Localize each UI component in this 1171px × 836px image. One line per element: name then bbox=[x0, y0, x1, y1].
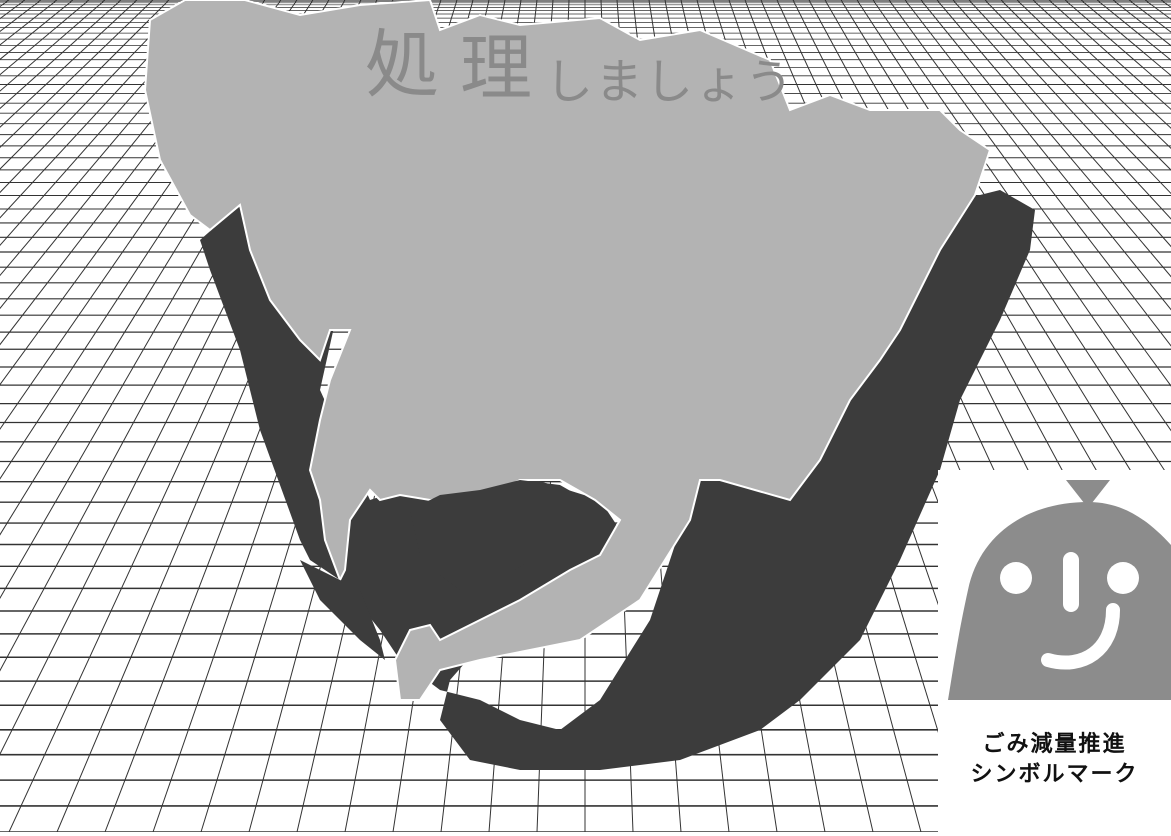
grid-line-vertical bbox=[0, 0, 154, 149]
symbol-mark-panel bbox=[938, 470, 1171, 832]
map-shadow-peninsula bbox=[300, 560, 385, 660]
grid-line-vertical bbox=[0, 0, 10, 8]
grid-line-vertical bbox=[0, 0, 202, 219]
grid-line-vertical bbox=[0, 0, 42, 32]
smile-icon bbox=[1041, 603, 1120, 670]
grid-line-vertical bbox=[0, 0, 122, 110]
grid-line-vertical bbox=[984, 0, 1171, 195]
grid-line-vertical bbox=[0, 0, 218, 247]
grid-line-vertical bbox=[1000, 0, 1171, 171]
symbol-mark-caption: ごみ減量推進 シンボルマーク bbox=[938, 730, 1171, 790]
grid-line-vertical bbox=[0, 0, 138, 128]
grid-line-vertical bbox=[0, 0, 170, 170]
grid-line-vertical bbox=[0, 0, 186, 194]
right-eye-icon bbox=[1107, 562, 1139, 594]
nose-icon bbox=[1063, 552, 1079, 612]
grid-line-vertical bbox=[920, 0, 1171, 311]
grid-line-vertical bbox=[1016, 0, 1171, 149]
grid-line-vertical bbox=[0, 0, 250, 310]
left-eye-icon bbox=[1000, 562, 1032, 594]
caption-line-1: ごみ減量推進 bbox=[982, 732, 1127, 757]
grid-line-vertical bbox=[0, 0, 234, 277]
grid-line-vertical bbox=[936, 0, 1171, 278]
grid-line-vertical bbox=[0, 0, 106, 92]
grid-line-vertical bbox=[904, 0, 1171, 347]
title-kanji-1: 処 bbox=[365, 22, 439, 108]
title-kana: しましょう bbox=[545, 54, 796, 110]
grid-line-vertical bbox=[888, 0, 1171, 387]
caption-line-2: シンボルマーク bbox=[970, 762, 1139, 787]
garbage-reduction-symbol-icon bbox=[948, 480, 1171, 700]
map-shadow bbox=[200, 190, 1035, 770]
title-kanji-2: 理 bbox=[460, 26, 533, 110]
grid-line-vertical bbox=[0, 0, 74, 60]
map-shadow-bay bbox=[410, 480, 610, 590]
grid-line-vertical bbox=[968, 0, 1171, 220]
grid-line-vertical bbox=[952, 0, 1171, 248]
aichi-prefecture-map bbox=[143, 0, 992, 701]
bag-body-icon bbox=[948, 502, 1171, 700]
knot-icon bbox=[1066, 480, 1110, 508]
grid-line-vertical bbox=[0, 0, 26, 20]
